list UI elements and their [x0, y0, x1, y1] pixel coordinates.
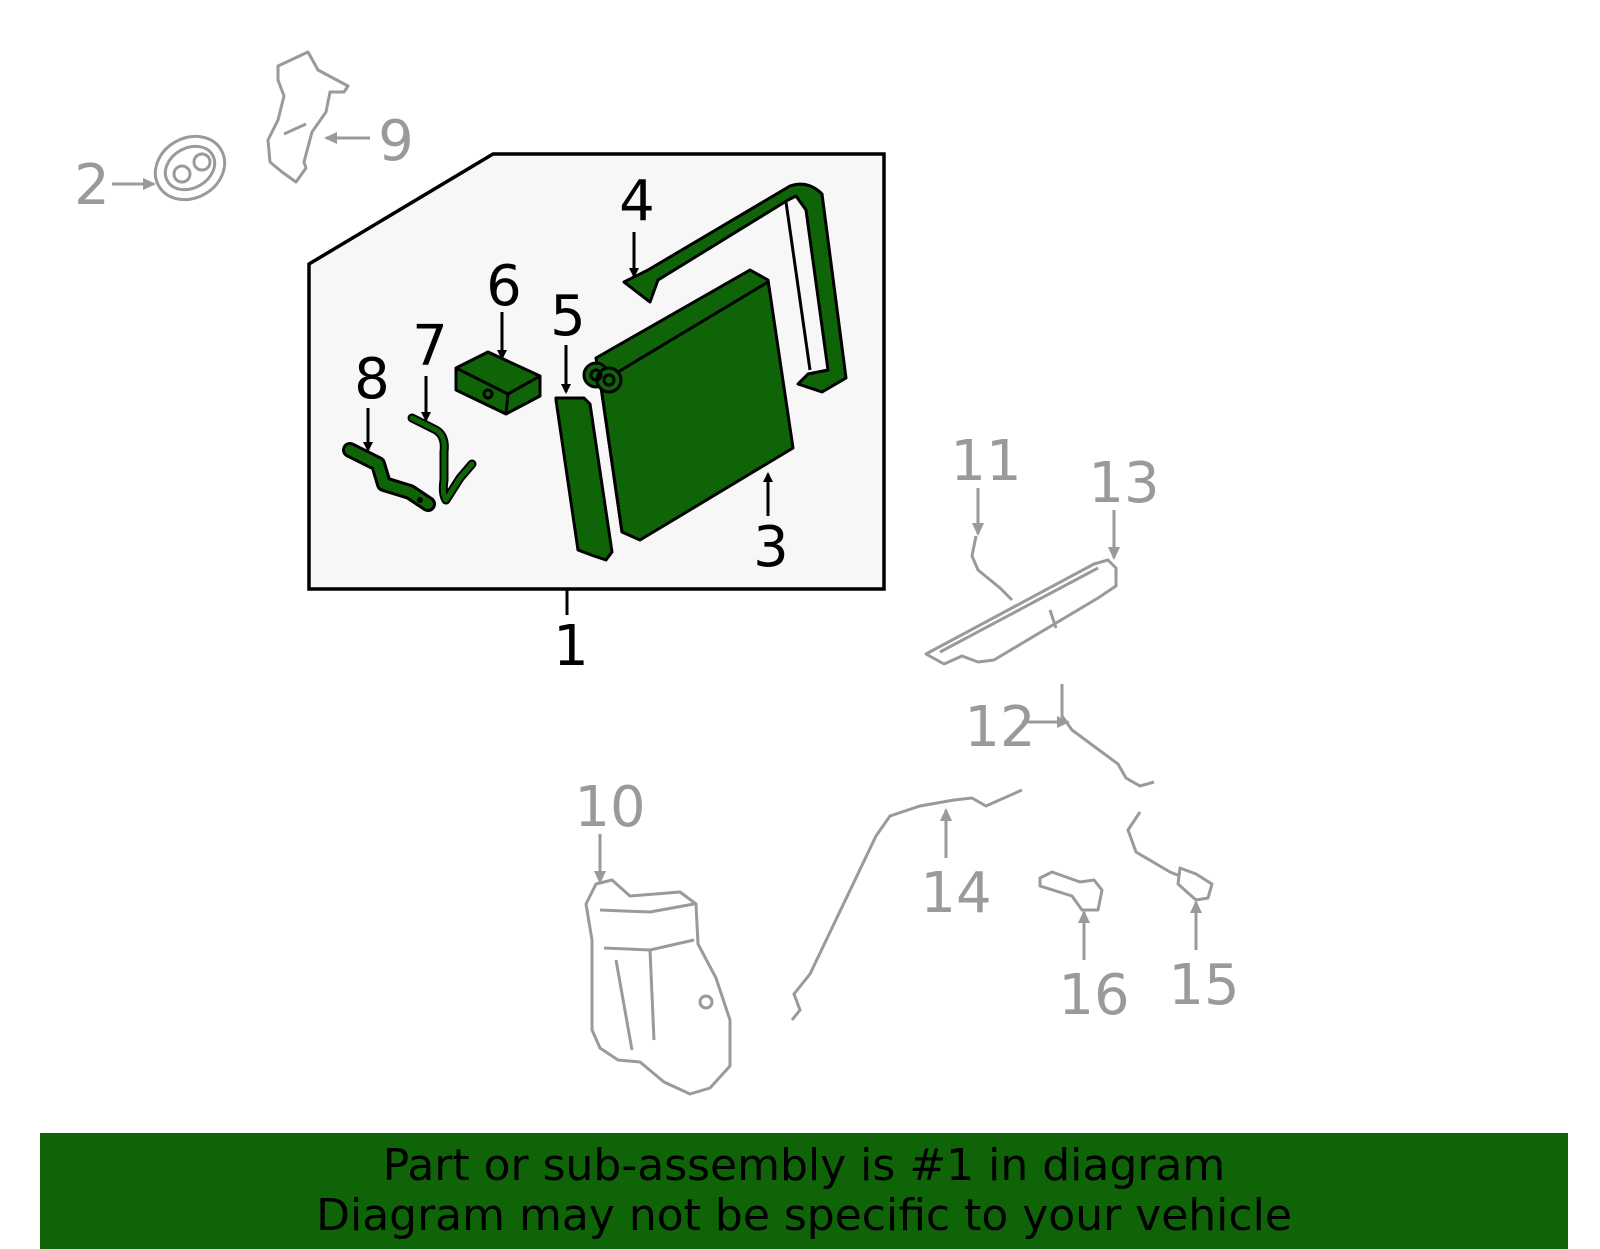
bracket-part — [266, 50, 350, 184]
callout-16: 16 — [1058, 963, 1129, 1028]
pipe-part — [342, 442, 436, 512]
callout-15: 15 — [1168, 953, 1239, 1018]
callout-13: 13 — [1088, 451, 1159, 516]
sensor-wire-part — [407, 413, 477, 505]
callout-10: 10 — [574, 775, 645, 840]
callout-4: 4 — [619, 169, 655, 234]
banner-line-2: Diagram may not be specific to your vehi… — [316, 1190, 1292, 1241]
callout-7: 7 — [412, 314, 448, 379]
wire-lead-part — [970, 535, 1014, 602]
callout-6: 6 — [486, 254, 522, 319]
evaporator-core-part — [582, 268, 795, 542]
grommet-part — [153, 134, 227, 202]
block-part — [454, 350, 542, 416]
housing-part — [584, 878, 732, 1096]
callout-11: 11 — [950, 429, 1021, 494]
callout-12: 12 — [964, 695, 1035, 760]
info-banner: Part or sub-assembly is #1 in diagram Di… — [40, 1133, 1568, 1249]
callout-9: 9 — [378, 109, 414, 174]
tube-part-12 — [1060, 684, 1155, 788]
duct-part — [924, 558, 1118, 666]
callout-14: 14 — [920, 861, 991, 926]
callout-1: 1 — [553, 614, 589, 679]
banner-line-1: Part or sub-assembly is #1 in diagram — [382, 1140, 1226, 1191]
seal-frame-part — [622, 182, 848, 394]
callout-5: 5 — [550, 284, 586, 349]
callout-8: 8 — [354, 347, 390, 412]
sensor-part-15 — [1126, 811, 1214, 902]
callout-3: 3 — [753, 515, 789, 580]
tube-part-14 — [790, 788, 1023, 1021]
clip-part-16 — [1038, 870, 1104, 912]
callout-2: 2 — [74, 153, 110, 218]
side-seal-part — [554, 396, 614, 562]
